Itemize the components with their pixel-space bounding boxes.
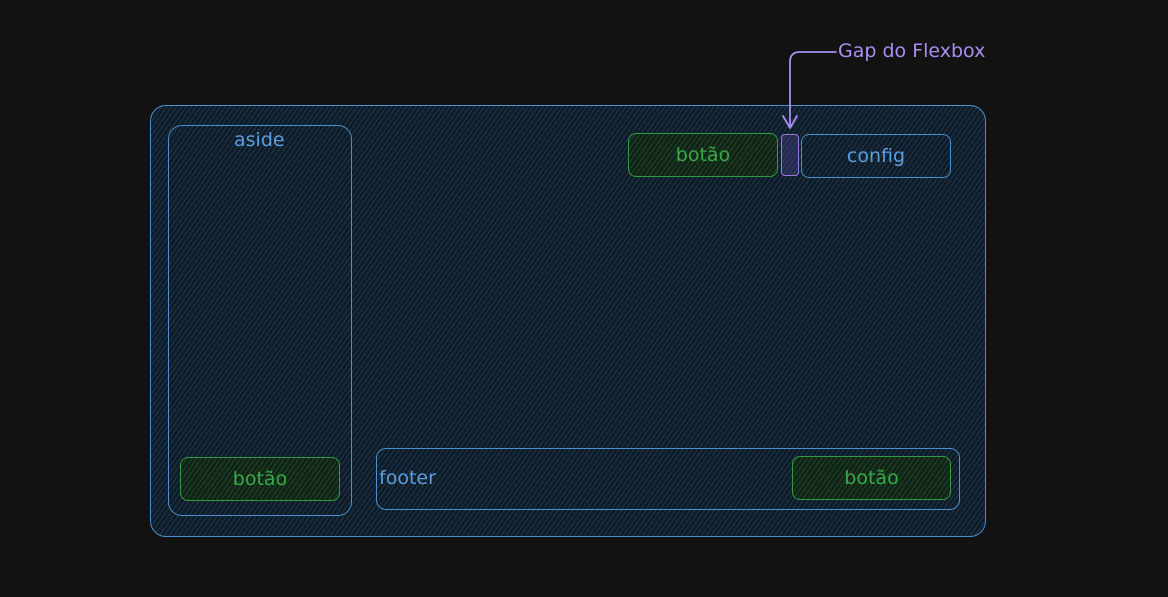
footer-button[interactable]: botão <box>792 456 951 500</box>
config-button[interactable]: config <box>801 134 951 178</box>
flex-gap-marker <box>781 134 799 176</box>
aside-panel <box>168 125 352 516</box>
footer-label: footer <box>379 467 436 489</box>
header-button[interactable]: botão <box>628 133 778 177</box>
gap-annotation-label: Gap do Flexbox <box>838 40 986 62</box>
aside-button[interactable]: botão <box>180 457 340 501</box>
aside-label: aside <box>234 129 285 151</box>
